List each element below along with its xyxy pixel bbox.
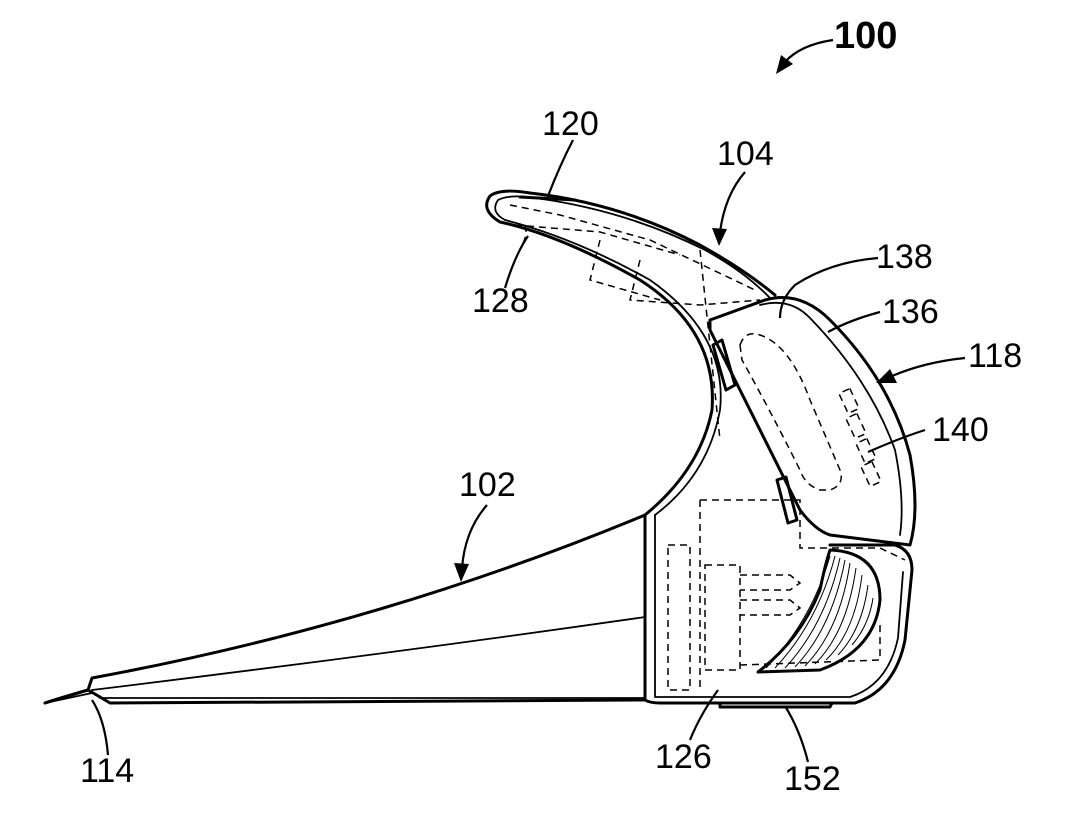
- label-126: 126: [655, 738, 712, 776]
- leader-140: [867, 428, 926, 454]
- leader-138: [778, 256, 879, 319]
- arm-interior-hidden: [509, 204, 761, 441]
- cap-lid: [708, 296, 917, 547]
- label-100: 100: [834, 15, 897, 57]
- housing-interior-hidden: [667, 499, 906, 691]
- leader-126: [688, 689, 719, 741]
- label-152: 152: [784, 760, 841, 798]
- leader-128: [503, 235, 529, 289]
- top-tab-120: [518, 195, 577, 202]
- leader-118: [891, 356, 966, 378]
- leader-102: [460, 504, 488, 569]
- label-102: 102: [459, 466, 516, 504]
- arrowhead-100: [776, 55, 793, 74]
- housing-arm: [485, 189, 914, 709]
- label-140: 140: [932, 411, 989, 449]
- leader-152: [784, 705, 810, 763]
- label-114: 114: [80, 752, 134, 790]
- arrowhead-102: [454, 563, 469, 582]
- arrowhead-104: [712, 228, 727, 246]
- label-128: 128: [472, 282, 529, 320]
- label-136: 136: [882, 293, 939, 331]
- label-104: 104: [717, 135, 774, 173]
- leader-120: [546, 139, 574, 197]
- label-118: 118: [968, 337, 1022, 375]
- reference-numerals: 100 102 104 114 118 120 126 128 136 138 …: [80, 15, 1022, 798]
- leader-114: [91, 699, 110, 756]
- label-120: 120: [542, 105, 599, 143]
- arrowhead-118: [876, 369, 897, 383]
- leader-136: [827, 310, 881, 333]
- hatched-lens: [756, 548, 882, 674]
- leader-100: [784, 38, 834, 63]
- ramp-body: [43, 513, 647, 705]
- label-138: 138: [876, 238, 933, 276]
- leader-104: [718, 171, 746, 233]
- leaders: [91, 38, 966, 763]
